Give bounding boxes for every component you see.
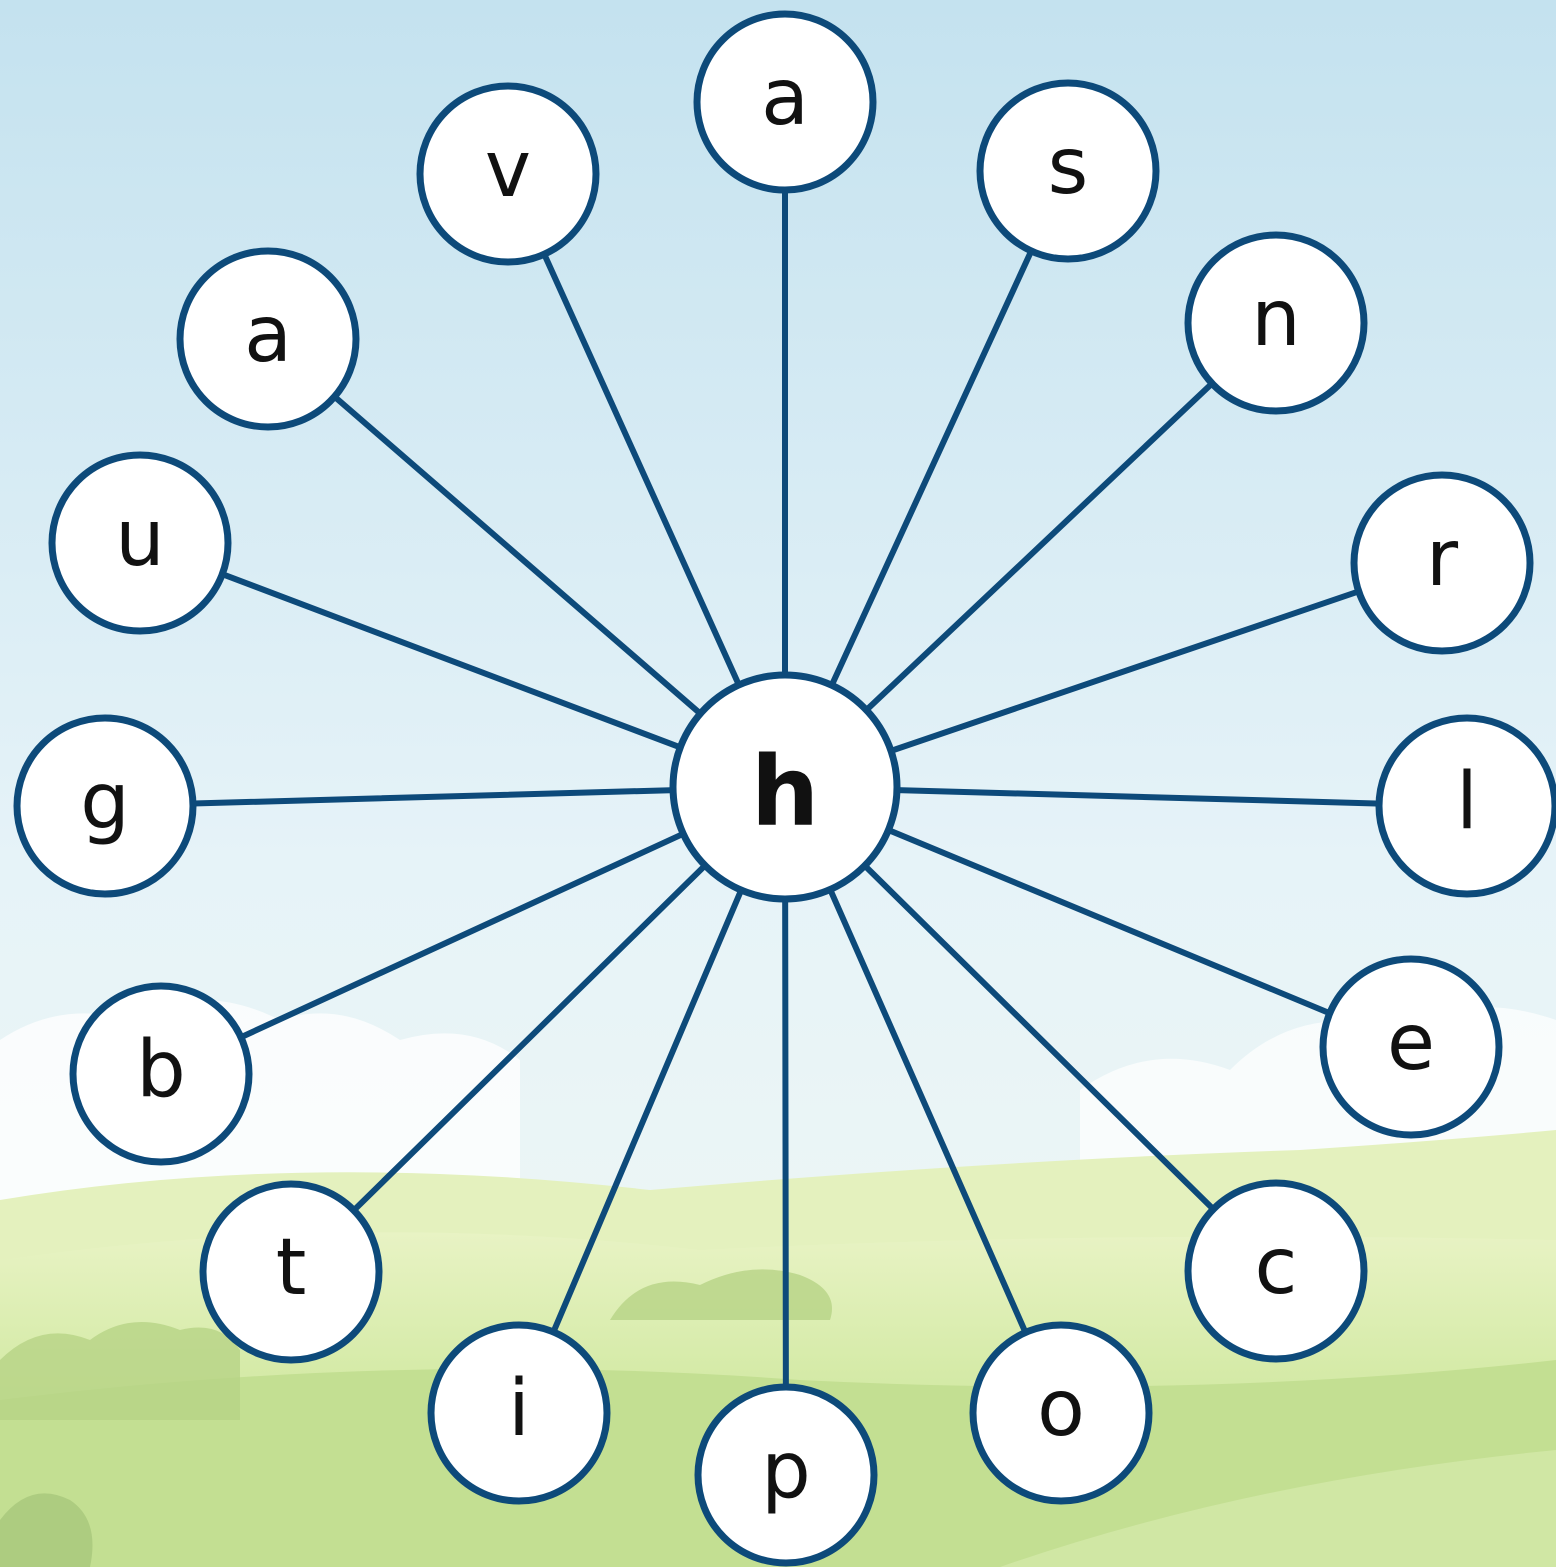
hub-node[interactable]: h bbox=[673, 675, 897, 899]
letter-node[interactable]: t bbox=[203, 1184, 379, 1360]
letter-node[interactable]: i bbox=[431, 1325, 607, 1501]
letter-node[interactable]: c bbox=[1188, 1183, 1364, 1359]
letter-node-label: l bbox=[1456, 757, 1478, 847]
letter-node[interactable]: v bbox=[420, 86, 596, 262]
hub-letter: h bbox=[751, 736, 819, 848]
letter-node[interactable]: n bbox=[1188, 235, 1364, 411]
letter-node[interactable]: o bbox=[973, 1325, 1149, 1501]
letter-node-label: t bbox=[276, 1223, 307, 1313]
letter-node-label: g bbox=[80, 757, 130, 847]
letter-node-label: r bbox=[1426, 514, 1459, 604]
letter-node-label: a bbox=[244, 290, 292, 380]
letter-node-label: o bbox=[1037, 1364, 1085, 1454]
letter-node[interactable]: b bbox=[73, 986, 249, 1162]
letter-node-label: p bbox=[761, 1426, 811, 1516]
letter-node[interactable]: p bbox=[698, 1387, 874, 1563]
letter-node[interactable]: e bbox=[1323, 959, 1499, 1135]
letter-node[interactable]: a bbox=[180, 251, 356, 427]
letter-node-label: c bbox=[1255, 1222, 1298, 1312]
letter-node[interactable]: s bbox=[980, 83, 1156, 259]
letter-node-label: a bbox=[761, 53, 809, 143]
letter-node[interactable]: a bbox=[697, 14, 873, 190]
letter-node-label: s bbox=[1048, 122, 1089, 212]
letter-node-label: v bbox=[485, 125, 531, 215]
letter-node[interactable]: u bbox=[52, 455, 228, 631]
letter-node-label: e bbox=[1387, 998, 1435, 1088]
letter-node[interactable]: g bbox=[17, 718, 193, 894]
letter-node-label: n bbox=[1251, 274, 1300, 364]
letter-node[interactable]: l bbox=[1379, 718, 1555, 894]
letter-node-label: u bbox=[115, 494, 164, 584]
letter-node-label: b bbox=[136, 1025, 186, 1115]
letter-node[interactable]: r bbox=[1354, 475, 1530, 651]
letter-node-label: i bbox=[508, 1364, 530, 1454]
